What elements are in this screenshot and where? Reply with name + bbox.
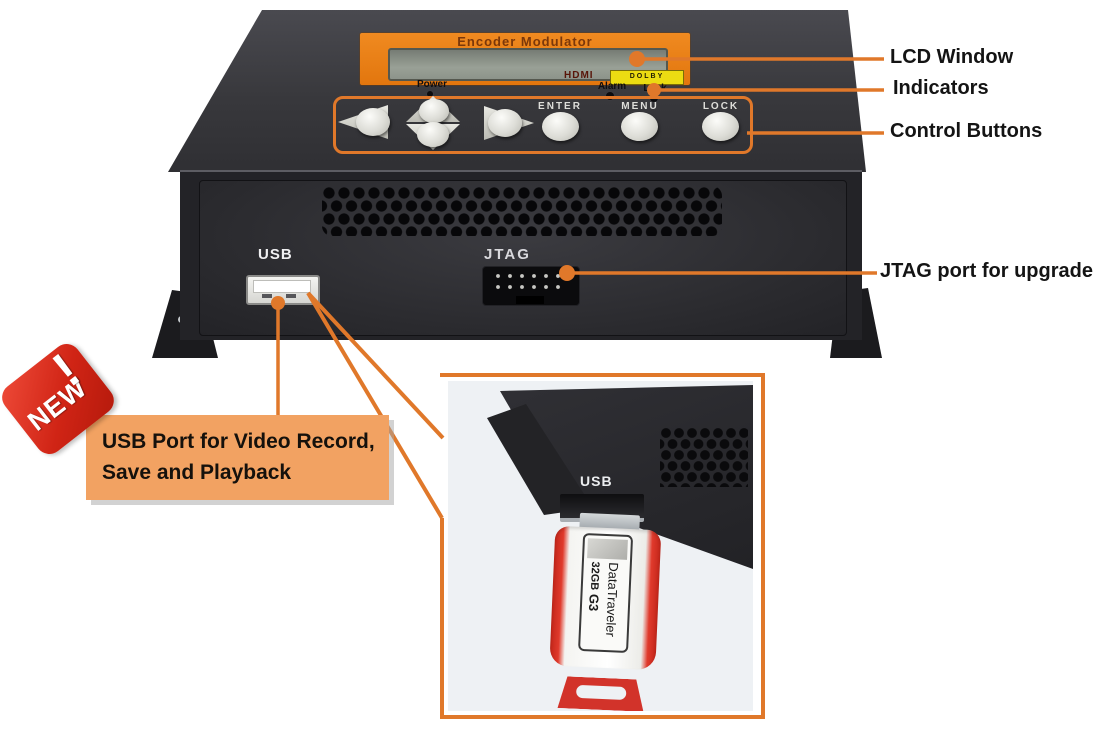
- ventilation-holes: [322, 186, 722, 236]
- inset-ventilation-holes: [660, 427, 748, 487]
- lock-button: [702, 112, 739, 141]
- usb-zoom-inset: USB DataTraveler 32GB G3: [440, 373, 765, 719]
- lcd-window-callout: LCD Window: [890, 46, 1014, 68]
- device-title: Encoder Modulator: [457, 34, 593, 49]
- usb-stick-label: DataTraveler 32GB G3: [578, 532, 634, 654]
- enter-button-label: ENTER: [538, 101, 582, 112]
- inset-photo: USB DataTraveler 32GB G3: [448, 381, 753, 711]
- usb-stick-brand: DataTraveler: [603, 562, 622, 638]
- down-arrow-button: [417, 122, 449, 147]
- control-buttons-callout: Control Buttons: [890, 120, 1043, 142]
- usb-note-line2: Save and Playback: [102, 461, 292, 484]
- right-arrow-button: [488, 109, 522, 137]
- power-label: Power: [416, 79, 447, 90]
- alarm-label: Alarm: [597, 81, 627, 92]
- usb-stick-body: DataTraveler 32GB G3: [549, 525, 662, 670]
- usb-stick-capacity: 32GB: [587, 561, 602, 591]
- left-arrow-button: [356, 108, 390, 136]
- jtag-port: [482, 266, 580, 306]
- power-led-icon: [427, 91, 433, 97]
- up-arrow-button: [419, 99, 449, 123]
- jtag-callout: JTAG port for upgrade: [880, 260, 1093, 282]
- usb-port-label: USB: [258, 246, 293, 263]
- jtag-notch: [516, 296, 544, 304]
- usb-port-slot: [286, 294, 296, 298]
- usb-port-tongue: [253, 280, 311, 293]
- kingston-logo: [587, 538, 628, 560]
- lanyard-slot: [576, 685, 627, 700]
- usb-port: [246, 275, 320, 305]
- lcd-bezel: Encoder Modulator HDMI DOLBY: [360, 33, 690, 85]
- usb-note-box: USB Port for Video Record, Save and Play…: [86, 415, 389, 500]
- enter-button: [542, 112, 579, 141]
- usb-stick-lanyard-loop: [558, 676, 645, 711]
- menu-button-label: MENU: [621, 101, 659, 112]
- menu-button: [621, 112, 658, 141]
- usb-note-line1: USB Port for Video Record,: [102, 430, 375, 453]
- indicators-callout: Indicators: [893, 77, 989, 99]
- bracket-hole: [501, 514, 513, 526]
- usb-stick-model: G3: [585, 593, 602, 612]
- jtag-pins: [496, 274, 566, 295]
- jtag-port-label: JTAG: [484, 246, 531, 263]
- usb-flash-drive: DataTraveler 32GB G3: [548, 512, 662, 700]
- hdmi-logo: HDMI: [564, 70, 594, 81]
- control-buttons-outline: [333, 96, 753, 154]
- usb-port-slot: [262, 294, 272, 298]
- usb-stick-text: DataTraveler 32GB G3: [582, 561, 622, 651]
- lock-label: Lock: [643, 83, 667, 94]
- lock-button-label: LOCK: [702, 101, 740, 112]
- inset-usb-label: USB: [580, 473, 613, 489]
